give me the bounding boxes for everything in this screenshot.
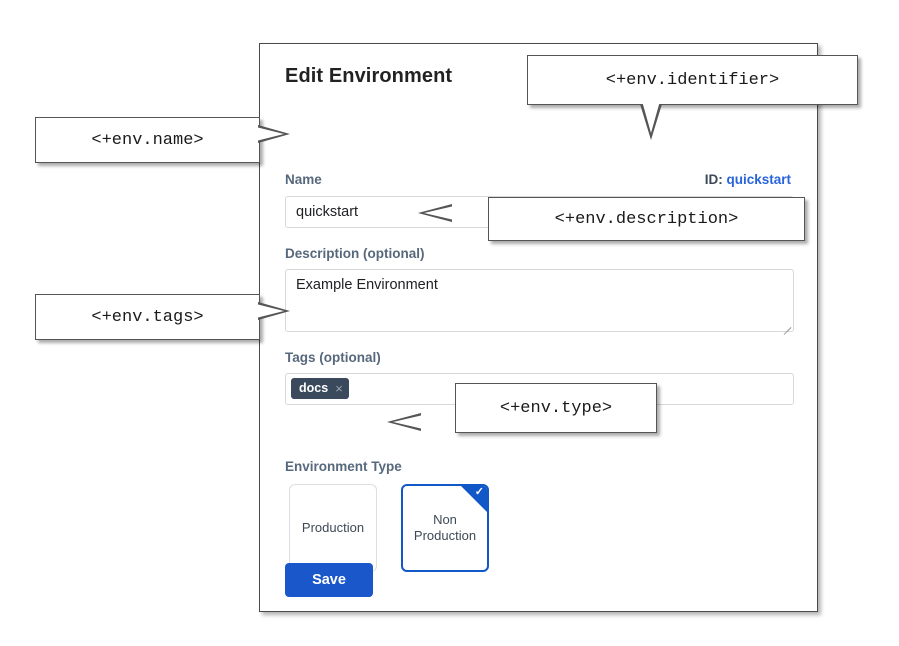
annotation-callout-env-tags: <+env.tags> bbox=[35, 294, 260, 340]
type-option-non-production-label: Non Production bbox=[413, 512, 477, 543]
annotation-callout-env-name: <+env.name> bbox=[35, 117, 260, 163]
check-icon: ✓ bbox=[474, 486, 484, 498]
selected-corner-triangle bbox=[461, 486, 487, 512]
annotation-callout-env-type: <+env.type> bbox=[455, 383, 657, 433]
type-option-non-production[interactable]: Non Production ✓ bbox=[401, 484, 489, 572]
type-option-production[interactable]: Production bbox=[289, 484, 377, 572]
description-textarea[interactable]: Example Environment bbox=[285, 269, 794, 332]
type-option-production-label: Production bbox=[301, 520, 365, 535]
description-label: Description (optional) bbox=[285, 246, 425, 261]
annotation-callout-env-description: <+env.description> bbox=[488, 197, 805, 241]
tag-chip-docs[interactable]: docs × bbox=[291, 378, 349, 399]
environment-id-line: ID: quickstart bbox=[705, 172, 791, 187]
edit-environment-dialog: Edit Environment ID: quickstart Name Des… bbox=[259, 43, 818, 612]
environment-id-label: ID: bbox=[704, 172, 723, 187]
save-button[interactable]: Save bbox=[285, 563, 373, 597]
name-label: Name bbox=[285, 172, 322, 187]
environment-id-value[interactable]: quickstart bbox=[726, 172, 791, 187]
close-icon[interactable]: × bbox=[335, 381, 343, 396]
annotation-callout-env-identifier: <+env.identifier> bbox=[527, 55, 858, 105]
tags-label: Tags (optional) bbox=[285, 350, 381, 365]
tag-chip-label: docs bbox=[299, 381, 329, 396]
page-title: Edit Environment bbox=[285, 65, 453, 87]
environment-type-label: Environment Type bbox=[285, 459, 402, 474]
